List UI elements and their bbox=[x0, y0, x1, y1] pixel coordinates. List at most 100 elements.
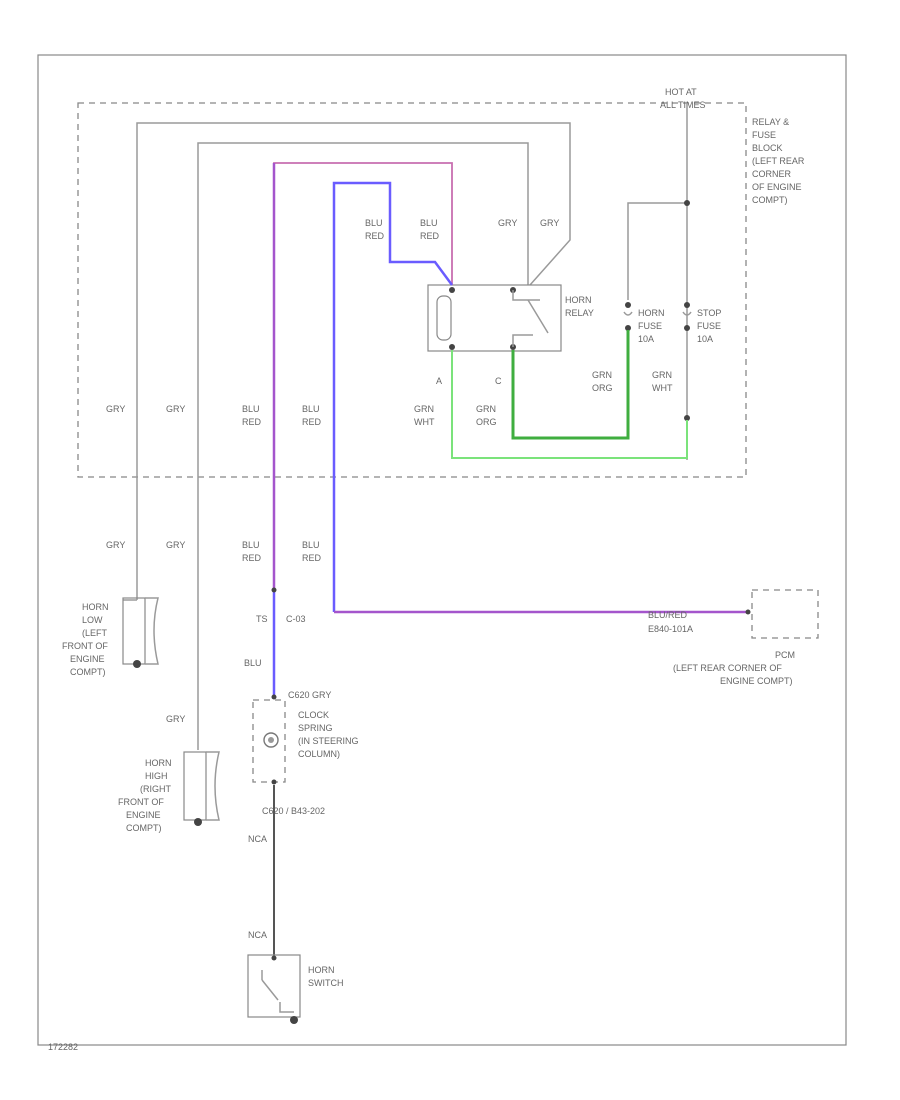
svg-text:WHT: WHT bbox=[652, 383, 673, 393]
svg-text:BLOCK: BLOCK bbox=[752, 143, 783, 153]
pcm-box bbox=[751, 589, 819, 639]
hot-at-label-2: ALL TIMES bbox=[660, 100, 706, 110]
svg-text:(LEFT: (LEFT bbox=[82, 628, 108, 638]
svg-text:NCA: NCA bbox=[248, 834, 267, 844]
svg-text:GRY: GRY bbox=[106, 540, 125, 550]
svg-text:GRN: GRN bbox=[476, 404, 496, 414]
svg-text:RED: RED bbox=[242, 553, 262, 563]
svg-text:FRONT OF: FRONT OF bbox=[62, 641, 108, 651]
svg-text:(RIGHT: (RIGHT bbox=[140, 784, 171, 794]
horn-fuse-feed-wire bbox=[627, 202, 687, 300]
grn-org-wire bbox=[511, 330, 630, 440]
svg-text:FUSE: FUSE bbox=[638, 321, 662, 331]
clock-spring: C620 GRY CLOCK SPRING (IN STEERING COLUM… bbox=[252, 690, 359, 816]
svg-text:RELAY &: RELAY & bbox=[752, 117, 789, 127]
gry-wire-horn-high bbox=[197, 142, 529, 750]
svg-text:RED: RED bbox=[242, 417, 262, 427]
power-splice bbox=[684, 200, 690, 206]
gry-wire-horn-low bbox=[136, 122, 571, 600]
svg-text:ENGINE COMPT): ENGINE COMPT) bbox=[720, 676, 793, 686]
svg-text:HORN: HORN bbox=[308, 965, 335, 975]
svg-text:A: A bbox=[436, 376, 442, 386]
svg-text:RED: RED bbox=[302, 417, 322, 427]
svg-text:GRY: GRY bbox=[166, 714, 185, 724]
svg-text:RELAY: RELAY bbox=[565, 308, 594, 318]
svg-text:RED: RED bbox=[420, 231, 440, 241]
svg-text:STOP: STOP bbox=[697, 308, 721, 318]
svg-text:GRN: GRN bbox=[652, 370, 672, 380]
svg-text:ENGINE: ENGINE bbox=[126, 810, 161, 820]
svg-text:(LEFT REAR: (LEFT REAR bbox=[752, 156, 805, 166]
pcm-wire-label: BLU/RED bbox=[648, 610, 688, 620]
relay-block-label: RELAY & FUSE BLOCK (LEFT REAR CORNER OF … bbox=[752, 117, 805, 205]
svg-text:SPRING: SPRING bbox=[298, 723, 333, 733]
svg-text:10A: 10A bbox=[697, 334, 713, 344]
stop-fuse: STOP FUSE 10A bbox=[682, 302, 721, 344]
stop-fuse-splice bbox=[684, 415, 690, 421]
svg-text:10A: 10A bbox=[638, 334, 654, 344]
horn-switch: HORN SWITCH bbox=[247, 954, 344, 1024]
svg-text:COMPT): COMPT) bbox=[126, 823, 162, 833]
hot-at-label: HOT AT bbox=[665, 87, 697, 97]
svg-text:NCA: NCA bbox=[248, 930, 267, 940]
horn-low: HORN LOW (LEFT FRONT OF ENGINE COMPT) bbox=[62, 597, 159, 677]
svg-text:GRY: GRY bbox=[166, 404, 185, 414]
svg-text:GRY: GRY bbox=[540, 218, 559, 228]
svg-text:COMPT): COMPT) bbox=[70, 667, 106, 677]
svg-text:CLOCK: CLOCK bbox=[298, 710, 329, 720]
svg-text:WHT: WHT bbox=[414, 417, 435, 427]
ts-connector bbox=[271, 587, 277, 593]
svg-text:FUSE: FUSE bbox=[752, 130, 776, 140]
pcm-label: PCM (LEFT REAR CORNER OF ENGINE COMPT) bbox=[673, 650, 795, 686]
svg-text:HORN: HORN bbox=[82, 602, 109, 612]
svg-text:(LEFT REAR CORNER OF: (LEFT REAR CORNER OF bbox=[673, 663, 782, 673]
svg-text:HIGH: HIGH bbox=[145, 771, 168, 781]
horn-relay: HORN RELAY bbox=[427, 284, 594, 352]
svg-text:C620 / B43-202: C620 / B43-202 bbox=[262, 806, 325, 816]
horn-fuse: HORN FUSE 10A bbox=[623, 302, 665, 344]
svg-text:BLU: BLU bbox=[244, 658, 262, 668]
svg-text:ORG: ORG bbox=[592, 383, 613, 393]
pcm-pin bbox=[745, 609, 751, 615]
svg-text:SWITCH: SWITCH bbox=[308, 978, 344, 988]
wire-labels-lower: GRY GRY BLU RED BLU RED TS C-03 BLU GRY … bbox=[106, 540, 322, 940]
svg-text:HORN: HORN bbox=[145, 758, 172, 768]
blu-red-wire-pcm bbox=[332, 181, 454, 612]
svg-text:RED: RED bbox=[302, 553, 322, 563]
svg-text:LOW: LOW bbox=[82, 615, 103, 625]
wire-labels-block: BLU RED BLU RED GRY GRY GRN ORG GRN WHT … bbox=[106, 218, 673, 427]
grn-wht-wire bbox=[451, 350, 688, 459]
svg-text:BLU: BLU bbox=[365, 218, 383, 228]
svg-text:PCM: PCM bbox=[775, 650, 795, 660]
svg-text:C620 GRY: C620 GRY bbox=[288, 690, 331, 700]
svg-text:GRY: GRY bbox=[498, 218, 517, 228]
svg-text:GRN: GRN bbox=[414, 404, 434, 414]
svg-text:CORNER: CORNER bbox=[752, 169, 792, 179]
svg-text:BLU: BLU bbox=[302, 540, 320, 550]
svg-text:TS: TS bbox=[256, 614, 268, 624]
svg-text:RED: RED bbox=[365, 231, 385, 241]
diagram-frame bbox=[37, 54, 847, 1046]
svg-text:(IN STEERING: (IN STEERING bbox=[298, 736, 359, 746]
svg-text:BLU: BLU bbox=[242, 404, 260, 414]
svg-text:ORG: ORG bbox=[476, 417, 497, 427]
svg-text:ENGINE: ENGINE bbox=[70, 654, 105, 664]
svg-text:GRN: GRN bbox=[592, 370, 612, 380]
diagram-id: 172282 bbox=[48, 1042, 78, 1052]
svg-text:BLU: BLU bbox=[242, 540, 260, 550]
svg-text:C: C bbox=[495, 376, 502, 386]
svg-text:BLU: BLU bbox=[420, 218, 438, 228]
svg-text:BLU: BLU bbox=[302, 404, 320, 414]
svg-text:FRONT OF: FRONT OF bbox=[118, 797, 164, 807]
horn-high: HORN HIGH (RIGHT FRONT OF ENGINE COMPT) bbox=[118, 751, 220, 833]
svg-text:FUSE: FUSE bbox=[697, 321, 721, 331]
svg-text:COMPT): COMPT) bbox=[752, 195, 788, 205]
svg-text:GRY: GRY bbox=[106, 404, 125, 414]
svg-text:HORN: HORN bbox=[565, 295, 592, 305]
svg-text:HORN: HORN bbox=[638, 308, 665, 318]
svg-text:C-03: C-03 bbox=[286, 614, 306, 624]
relay-fuse-block-outline bbox=[77, 102, 747, 478]
svg-text:COLUMN): COLUMN) bbox=[298, 749, 340, 759]
svg-text:GRY: GRY bbox=[166, 540, 185, 550]
